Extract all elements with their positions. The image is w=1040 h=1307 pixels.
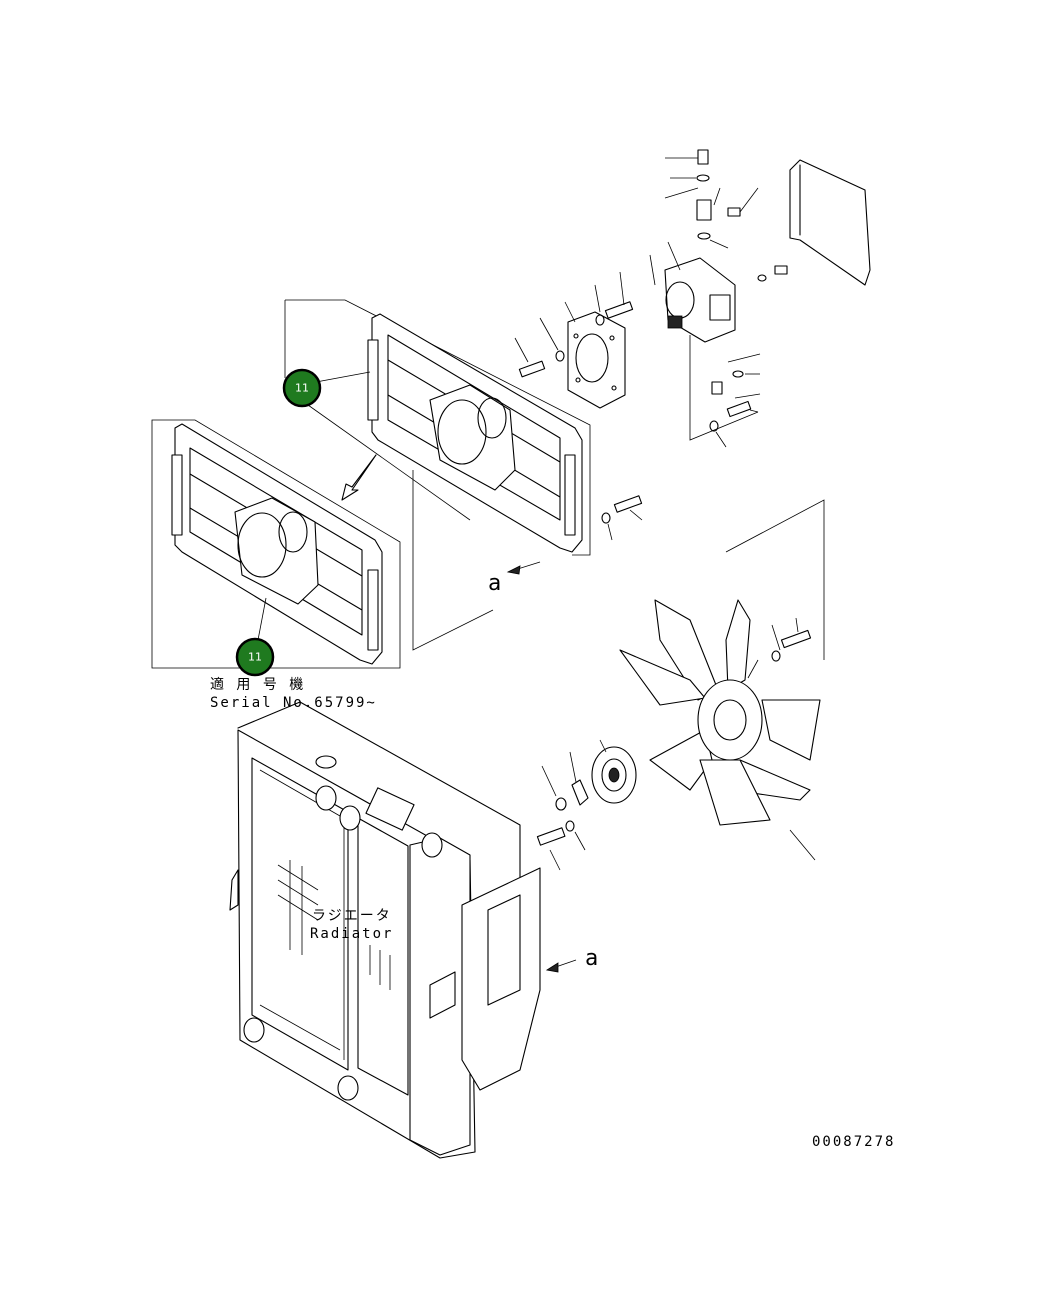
cooling-fan [619, 499, 825, 861]
callout-badge-1: 11 [282, 368, 322, 408]
radiator-label-en: Radiator [310, 926, 393, 942]
radiator-assembly [229, 701, 577, 1159]
fan-drive-cluster [514, 149, 871, 448]
pulley-group [536, 739, 637, 871]
view-mark-a-lower: a [585, 946, 598, 971]
applicability-jp: 適 用 号 機 [210, 676, 305, 693]
callout-badge-2: 11 [235, 637, 275, 677]
upper-frame-assembly [284, 299, 591, 556]
drawing-number: 00087278 [812, 1134, 895, 1150]
mount-bolt-group [412, 470, 643, 651]
lower-frame-assembly [151, 419, 401, 669]
applicability-serial: Serial No.65799~ [210, 695, 377, 711]
radiator-label-jp: ラジエータ [312, 908, 392, 924]
view-mark-a-upper: a [488, 571, 501, 596]
callout-label: 11 [295, 382, 309, 395]
callout-label: 11 [248, 651, 262, 664]
